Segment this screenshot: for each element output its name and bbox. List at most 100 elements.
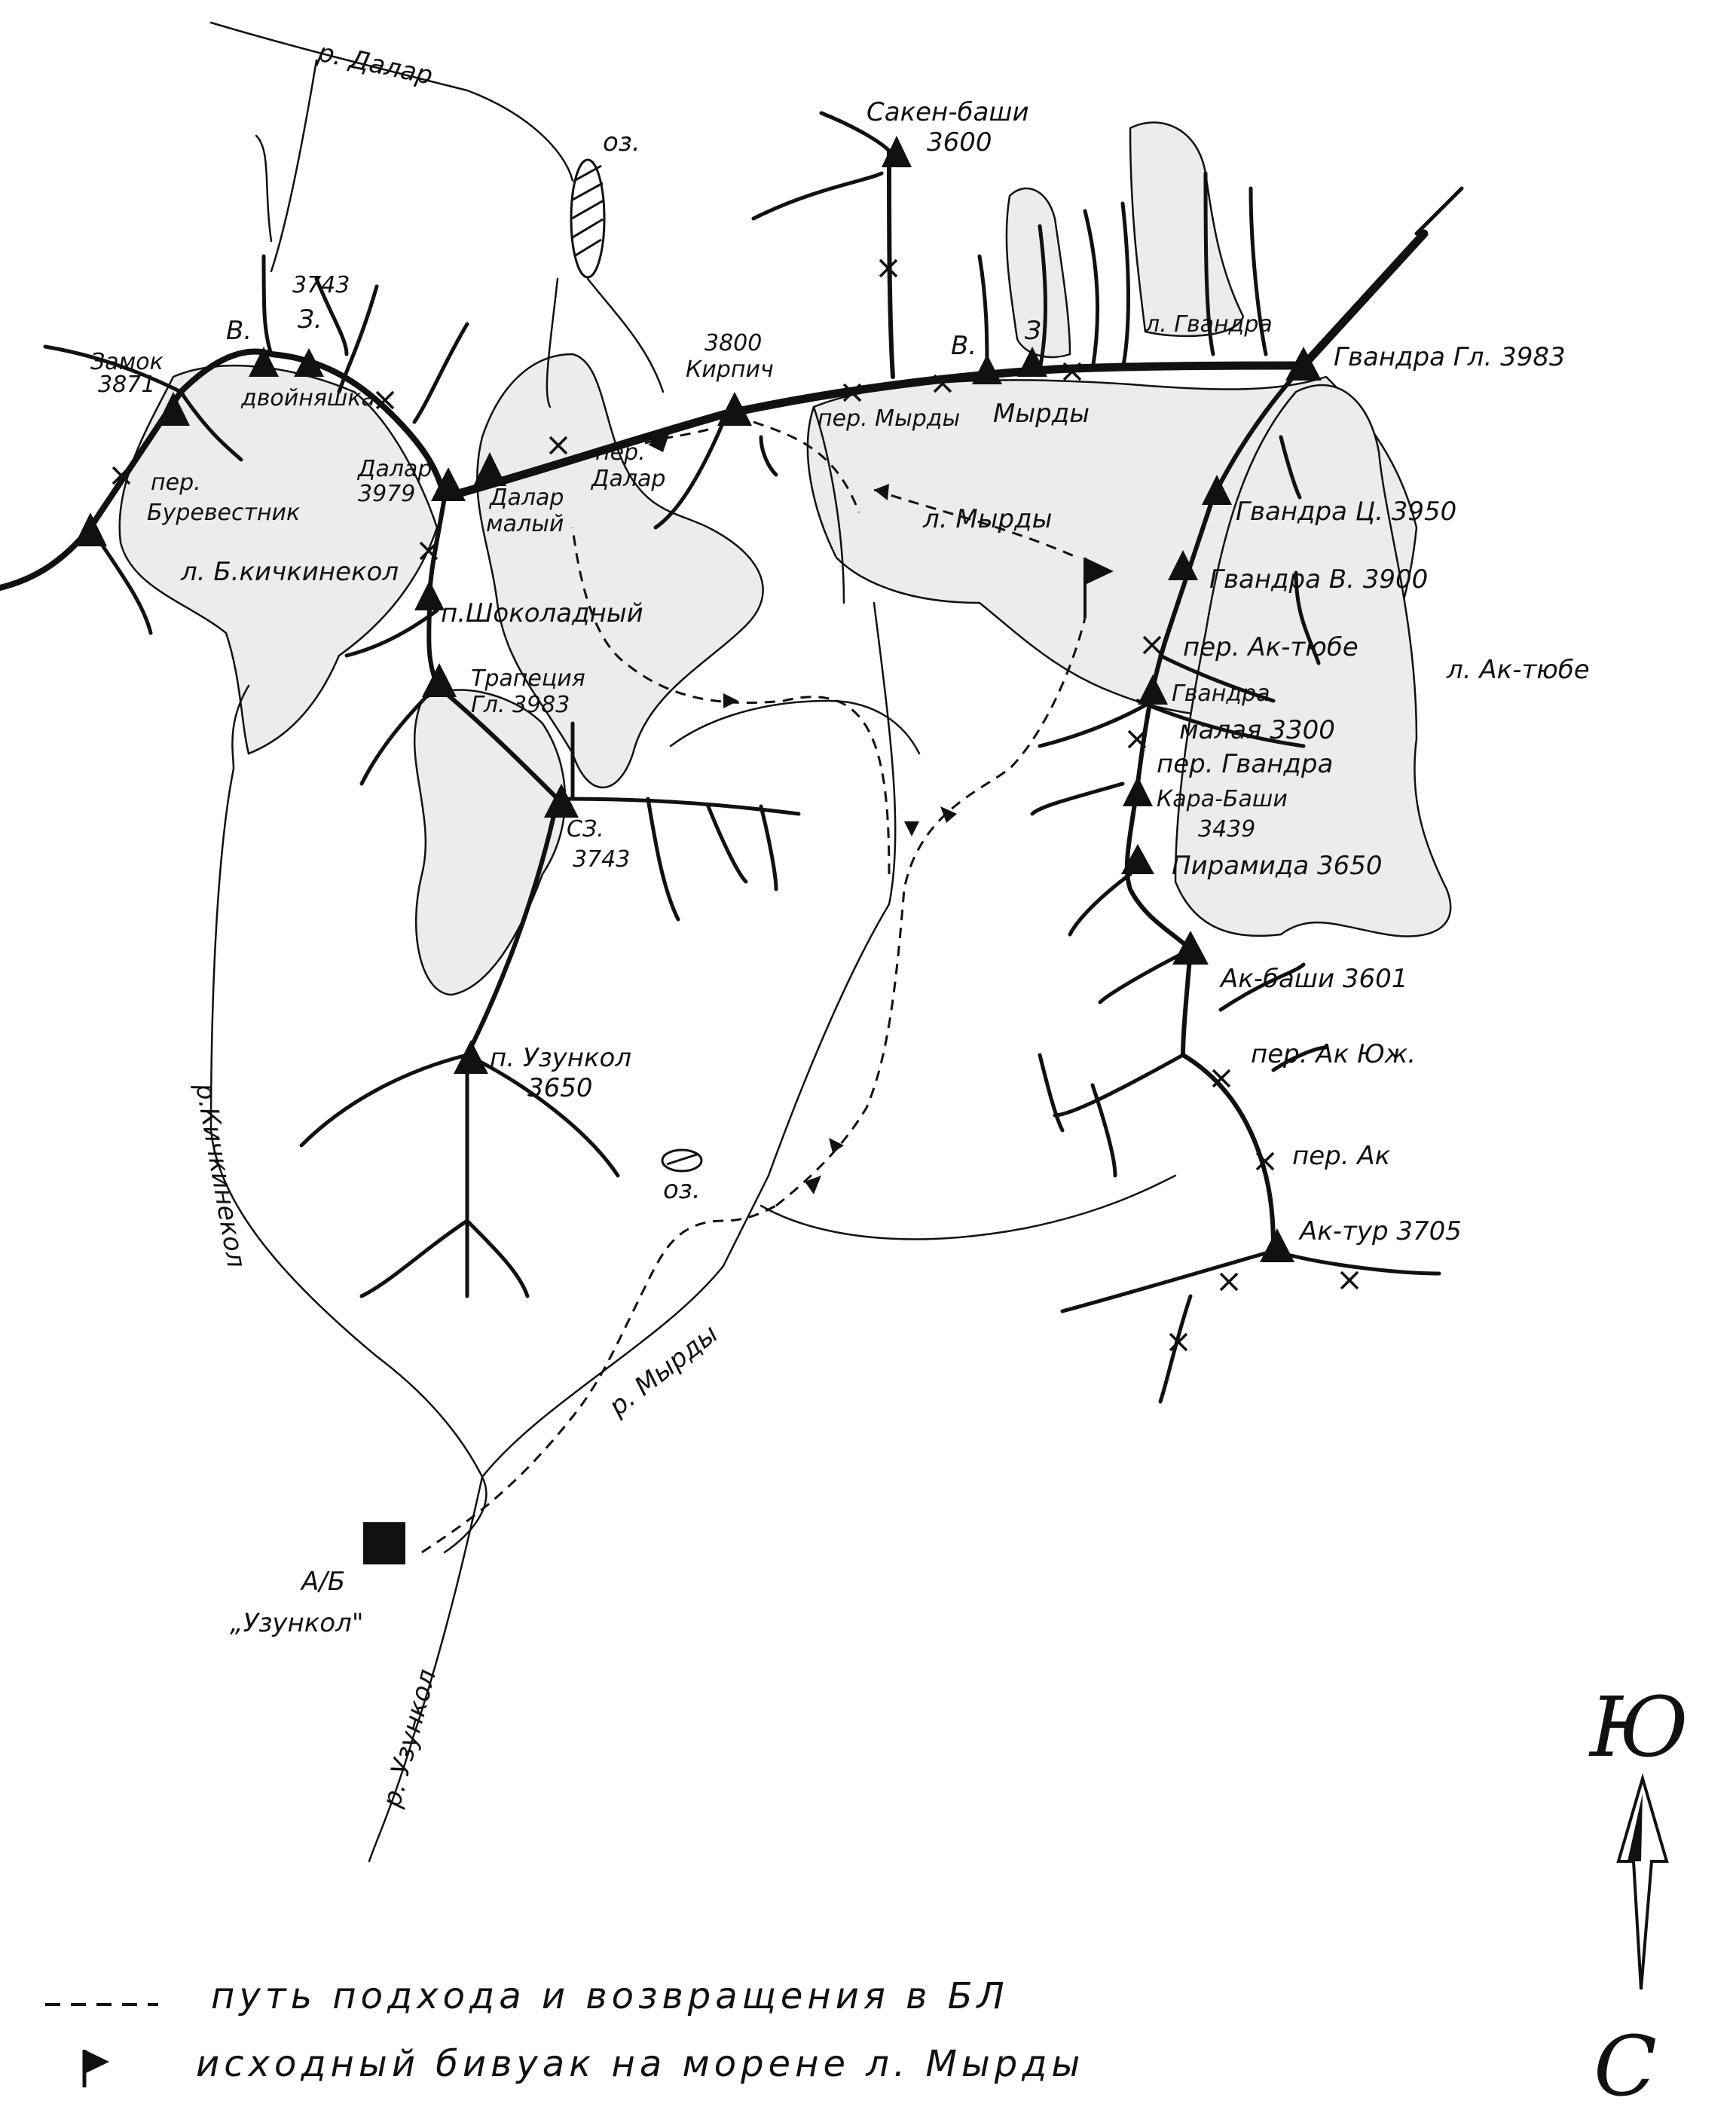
peak-trapeciya	[422, 663, 457, 697]
peak-dvoyashka-z	[294, 348, 324, 377]
peak-kara-bashi	[1123, 776, 1153, 806]
label-dalar-maly-1: Далар	[488, 485, 564, 511]
pass-ak-yuzh	[1212, 1069, 1231, 1088]
river-kichkinekol-line	[270, 59, 318, 273]
pass-ak-tyube	[1142, 635, 1162, 655]
river-uzunkol-line	[368, 1475, 484, 1863]
peak-shokoladny	[414, 580, 445, 610]
label-ak-bashi: Ак-баши 3601	[1219, 964, 1407, 994]
peak-ak-bashi	[1172, 931, 1209, 965]
base-camp-marker	[363, 1522, 405, 1564]
label-piramida: Пирамида 3650	[1172, 851, 1383, 881]
glacier-ak-tyube-area	[1174, 384, 1452, 937]
peaks	[74, 136, 1322, 1262]
label-glacier-gvandra: л. Гвандра	[1145, 311, 1273, 338]
bivouac-flag	[1083, 558, 1114, 618]
label-myrdy-v: В.	[951, 331, 976, 361]
label-shokoladny: п.Шоколадный	[441, 598, 643, 628]
label-dalar-maly-2: малый	[486, 511, 564, 537]
label-kirpich-height: 3800	[704, 330, 762, 356]
label-saken-bashi: Сакен-баши	[866, 97, 1029, 127]
peak-myrdy-v	[972, 354, 1002, 384]
label-river-kichkinekol: р.Кичкинекол	[189, 1081, 252, 1271]
pass-burevestnik	[112, 466, 131, 485]
label-sz-2: 3743	[573, 846, 630, 873]
label-base-1: А/Б	[300, 1567, 345, 1597]
compass-arrow	[1616, 1772, 1669, 1990]
label-pass-burevestnik-2: Буревестник	[147, 500, 300, 526]
glacier-myrdy-tongue	[1005, 187, 1071, 359]
label-pass-ak-yuzh: пер. Ак Юж.	[1251, 1039, 1416, 1069]
label-gvandra-malaya-1: Гвандра	[1172, 680, 1270, 707]
label-kara-bashi-2: 3439	[1198, 816, 1255, 842]
label-glacier-ak-tyube: л. Ак-тюбе	[1446, 655, 1590, 685]
ridge-main-dalar-gvandra	[440, 361, 1308, 502]
glacier-b-kichkinekol-area	[118, 364, 439, 755]
label-river-dalar: р. Далар	[314, 37, 436, 91]
passes	[112, 258, 1359, 1352]
label-gvandra-gl: Гвандра Гл. 3983	[1334, 342, 1566, 372]
glacier-dalar-area	[476, 353, 764, 788]
approach-route	[421, 420, 1087, 1554]
compass-south-letter: С	[1594, 2018, 1657, 2110]
label-uzunkol-peak: п. Узункол	[490, 1043, 631, 1073]
peak-gvandra-gl	[1285, 347, 1322, 381]
label-pass-ak-tyube: пер. Ак-тюбе	[1183, 632, 1359, 662]
label-pass-gvandra: пер. Гвандра	[1157, 749, 1333, 779]
label-base-2: „Узункол"	[230, 1608, 363, 1638]
compass: Ю С	[1588, 1679, 1689, 2110]
peak-uzunkol	[454, 1040, 488, 1074]
legend-route-label: путь подхода и возвращения в БЛ	[211, 1975, 1009, 2017]
lake-dalar	[570, 158, 606, 279]
peak-dvoyashka-v	[249, 347, 279, 377]
peak-kirpich	[717, 392, 752, 426]
label-lake-2: оз.	[663, 1175, 701, 1205]
label-pass-dalar-2: Далар	[590, 466, 665, 492]
label-glacier-b-kichkinekol: л. Б.кичкинекол	[180, 557, 399, 587]
label-pass-myrdy: пер. Мырды	[818, 405, 960, 432]
label-dvoyashka: двойняшка	[240, 385, 375, 411]
route-ascent	[421, 1204, 777, 1554]
peak-ak-tur	[1260, 1228, 1294, 1262]
glaciers	[118, 121, 1452, 996]
label-lake-1: оз.	[603, 127, 640, 157]
peak-gvandra-c	[1202, 475, 1232, 505]
pass-gvandra	[1127, 729, 1147, 749]
label-glacier-myrdy: л. Мырды	[922, 504, 1052, 534]
label-uzunkol-height: 3650	[527, 1073, 593, 1103]
pass-myrdy	[842, 383, 862, 402]
label-kara-bashi-1: Кара-Баши	[1157, 786, 1288, 812]
river-dalar-line	[209, 21, 574, 182]
label-sz-1: СЗ.	[567, 816, 604, 842]
glacier-gvandra-tongue	[1129, 121, 1245, 338]
label-dalar-peak: Далар	[356, 456, 432, 482]
peak-dalar	[431, 467, 466, 501]
legend: путь подхода и возвращения в БЛ исходный…	[45, 1975, 1080, 2087]
label-saken-bashi-height: 3600	[927, 127, 992, 157]
peak-saken-bashi	[882, 136, 912, 167]
label-ak-tur: Ак-тур 3705	[1298, 1216, 1462, 1246]
label-trapeciya-1: Трапеция	[471, 665, 585, 692]
label-trapeciya-2: Гл. 3983	[471, 692, 570, 718]
peak-gvandra-v	[1168, 550, 1198, 580]
river-myrdy-line	[481, 1174, 770, 1479]
rivers	[209, 21, 1177, 1863]
pass-dalar	[549, 436, 568, 455]
peak-myrdy-z	[1017, 347, 1047, 377]
peak-piramida	[1121, 844, 1154, 874]
spurs	[43, 111, 1464, 1404]
label-zamok-height: 3871	[98, 372, 155, 398]
label-dvoyashka-height: 3743	[292, 272, 350, 298]
label-gvandra-malaya-2: малая 3300	[1179, 715, 1335, 745]
label-dvoyashka-z: З.	[298, 304, 322, 335]
label-kirpich: Кирпич	[686, 356, 774, 383]
label-dvoyashka-v: В.	[226, 316, 252, 346]
ridge-arrows	[648, 430, 671, 452]
ridge-gvandra-ak-tur	[1124, 363, 1306, 952]
label-zamok: Замок	[90, 349, 164, 375]
label-gvandra-v: Гвандра В. 3900	[1209, 564, 1428, 595]
label-pass-ak: пер. Ак	[1292, 1141, 1391, 1171]
peak-gvandra-malaya	[1138, 674, 1168, 705]
peak-zamok	[157, 392, 190, 426]
